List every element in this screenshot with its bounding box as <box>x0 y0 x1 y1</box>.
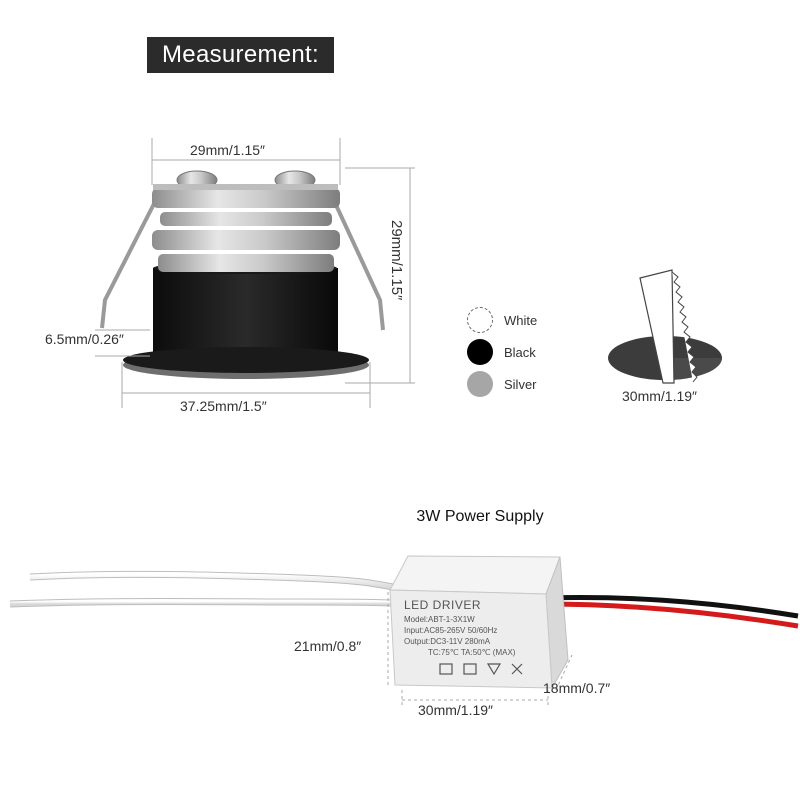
driver-label: LED DRIVER Model:ABT-1-3X1W Input:AC85-2… <box>404 598 544 658</box>
power-supply-title: 3W Power Supply <box>416 508 544 525</box>
downlight-image <box>100 170 385 379</box>
cutout-illustration <box>608 269 722 384</box>
color-option-black: Black <box>467 338 557 366</box>
flange-width-label: 37.25mm/1.5″ <box>180 398 267 414</box>
height-label: 29mm/1.15″ <box>388 220 405 301</box>
top-width-label: 29mm/1.15″ <box>190 142 265 158</box>
psu-depth-label: 18mm/0.7″ <box>543 680 611 696</box>
light-dimension-lines <box>95 138 415 408</box>
psu-height-label: 21mm/0.8″ <box>294 638 362 654</box>
silver-swatch <box>467 371 493 397</box>
white-swatch <box>467 307 493 333</box>
white-label: White <box>504 312 538 328</box>
psu-dimension-lines <box>387 592 573 706</box>
silver-label: Silver <box>504 376 537 392</box>
flange-height-label: 6.5mm/0.26″ <box>45 331 124 347</box>
page-title: Measurement: <box>147 37 334 73</box>
driver-label-temps: TC:75℃ TA:50℃ (MAX) <box>428 648 516 657</box>
driver-label-input: Input:AC85-265V 50/60Hz <box>404 626 498 635</box>
driver-label-output: Output:DC3-11V 280mA <box>404 637 491 646</box>
color-legend: White Black Silver <box>467 306 557 398</box>
color-option-white: White <box>467 306 557 334</box>
driver-label-model: Model:ABT-1-3X1W <box>404 615 475 624</box>
black-label: Black <box>504 344 536 360</box>
power-supply-image <box>9 555 799 690</box>
color-option-silver: Silver <box>467 370 557 398</box>
black-swatch <box>467 339 493 365</box>
driver-label-title: LED DRIVER <box>404 598 482 612</box>
cutout-label: 30mm/1.19″ <box>622 388 697 404</box>
psu-length-label: 30mm/1.19″ <box>418 702 493 718</box>
